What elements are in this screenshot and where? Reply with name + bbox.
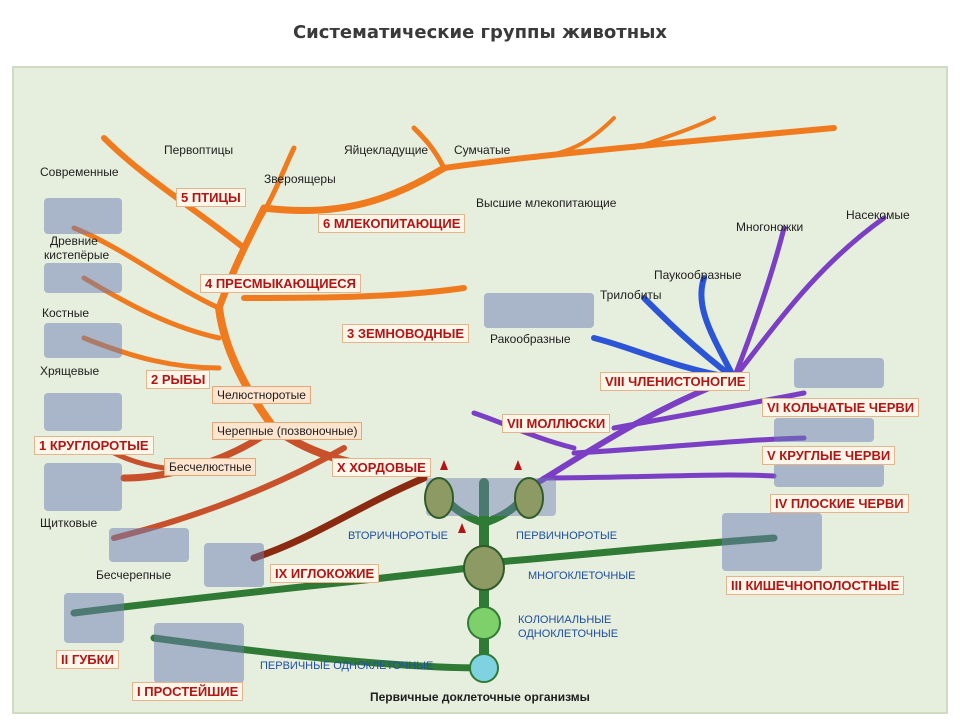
protozoa-tag: I ПРОСТЕЙШИЕ bbox=[132, 682, 244, 701]
millipedes-label: Многоножки bbox=[736, 220, 804, 234]
lancelet-image bbox=[109, 528, 189, 562]
trilobite-branch bbox=[641, 295, 737, 381]
dinosaurs-label: Звероящеры bbox=[264, 172, 336, 186]
bird-branch bbox=[101, 135, 247, 251]
higher-mammals-label: Высшие млекопитающие bbox=[476, 196, 617, 210]
organism-swatches bbox=[44, 198, 884, 683]
deuterostomes-label: ВТОРИЧНОРОТЫЕ bbox=[348, 530, 448, 542]
monotremes-label: Яйцекладущие bbox=[344, 143, 429, 157]
bony-fish-label: Костные bbox=[42, 306, 90, 320]
millipede-branch bbox=[731, 225, 787, 381]
chordates-tag: X ХОРДОВЫЕ bbox=[332, 458, 431, 477]
mammals-tag: 6 МЛЕКОПИТАЮЩИЕ bbox=[318, 214, 466, 233]
monotreme-branch bbox=[411, 125, 447, 171]
arachnid-branch bbox=[698, 275, 737, 381]
bony-fish-image bbox=[44, 263, 122, 293]
amphibians-tag: 3 ЗЕМНОВОДНЫЕ bbox=[342, 324, 470, 343]
jawless-tag: Бесчелюстные bbox=[164, 458, 257, 476]
arachnids-label: Паукообразные bbox=[654, 268, 742, 282]
amphibian-branch bbox=[241, 285, 467, 301]
mammal-trunk bbox=[260, 164, 448, 215]
annelid-branch bbox=[611, 390, 807, 431]
ancient-lobefin-label-2: кистепёрые bbox=[44, 248, 110, 262]
shark-image bbox=[44, 323, 122, 358]
marsupials-label: Сумчатые bbox=[454, 143, 511, 157]
starfish-image bbox=[204, 543, 264, 587]
arrow-icon bbox=[514, 460, 522, 470]
colonial-label-2: ОДНОКЛЕТОЧНЫЕ bbox=[518, 628, 619, 640]
ancient-lobefin-label-1: Древние bbox=[50, 234, 98, 248]
protostome-embryo bbox=[514, 477, 544, 519]
jawed-tag: Челюстноротые bbox=[212, 386, 311, 404]
diagram-panel: Современные Первоптицы Звероящеры Яйцекл… bbox=[12, 66, 948, 714]
echinoderms-tag: IX ИГЛОКОЖИЕ bbox=[270, 564, 380, 583]
birds-tag: 5 ПТИЦЫ bbox=[176, 188, 246, 207]
diagram-title: Систематические группы животных bbox=[292, 22, 668, 43]
arrow-icon bbox=[440, 460, 448, 470]
higher-mammal-branch bbox=[441, 125, 837, 171]
protostomes-label: ПЕРВИЧНОРОТЫЕ bbox=[516, 530, 618, 542]
multicellular-label: МНОГОКЛЕТОЧНЫЕ bbox=[528, 570, 636, 582]
unicellular-label: ПЕРВИЧНЫЕ ОДНОКЛЕТОЧНЫЕ bbox=[260, 660, 434, 672]
dinosaur-branch bbox=[251, 145, 297, 231]
armored-fish-image bbox=[44, 463, 122, 511]
ungulate-branch bbox=[632, 116, 716, 150]
carnivore-branch bbox=[532, 116, 616, 160]
armored-label: Щитковые bbox=[40, 516, 98, 530]
lobefin-image bbox=[44, 198, 122, 234]
arthropods-tag: VIII ЧЛЕНИСТОНОГИЕ bbox=[600, 372, 751, 391]
cyclostomes-tag: 1 КРУГЛОРОТЫЕ bbox=[34, 436, 154, 455]
coelenterates-tag: III КИШЕЧНОПОЛОСТНЫЕ bbox=[726, 576, 905, 595]
first-birds-label: Первоптицы bbox=[164, 143, 234, 157]
acrania-label: Бесчерепные bbox=[96, 568, 172, 582]
insect-branch bbox=[731, 215, 887, 381]
fish-tag: 2 РЫБЫ bbox=[146, 370, 211, 389]
flatworm-image bbox=[774, 463, 884, 487]
sponges-tag: II ГУБКИ bbox=[56, 650, 119, 669]
deuterostome-embryo bbox=[424, 477, 454, 519]
vertebrate-trunk bbox=[215, 304, 278, 432]
craniates-tag: Черепные (позвоночные) bbox=[212, 422, 363, 440]
arrows bbox=[440, 460, 522, 533]
cartilaginous-label: Хрящевые bbox=[40, 364, 100, 378]
lamprey-image bbox=[44, 393, 122, 431]
molluscs-tag: VII МОЛЛЮСКИ bbox=[502, 414, 611, 433]
colonial-label-1: КОЛОНИАЛЬНЫЕ bbox=[518, 614, 612, 626]
trilobites-label: Трилобиты bbox=[600, 288, 662, 302]
protostome-trunk bbox=[526, 375, 737, 491]
roundworms-tag: V КРУГЛЫЕ ЧЕРВИ bbox=[762, 446, 896, 465]
annelid-image bbox=[794, 358, 884, 388]
sponges-branch bbox=[70, 562, 488, 617]
insects-label: Насекомые bbox=[846, 208, 910, 222]
lobefin-branch bbox=[71, 225, 222, 311]
coelenterate-image bbox=[722, 513, 822, 571]
sponge-image bbox=[64, 593, 124, 643]
crustaceans-label: Ракообразные bbox=[490, 332, 571, 346]
unicellular-cell bbox=[469, 653, 499, 683]
colonial-cell bbox=[467, 606, 501, 640]
arrow-icon bbox=[458, 523, 466, 533]
multicellular-embryo bbox=[463, 545, 505, 591]
crayfish-image bbox=[484, 293, 594, 328]
annelids-tag: VI КОЛЬЧАТЫЕ ЧЕРВИ bbox=[762, 398, 920, 417]
modern-birds-label: Современные bbox=[40, 165, 119, 179]
flatworms-tag: IV ПЛОСКИЕ ЧЕРВИ bbox=[770, 494, 909, 513]
roundworm-image bbox=[774, 418, 874, 442]
phylogenetic-tree bbox=[44, 116, 887, 683]
precellular-footer: Первичные доклеточные организмы bbox=[370, 690, 590, 704]
reptiles-tag: 4 ПРЕСМЫКАЮЩИЕСЯ bbox=[200, 274, 362, 293]
embryo-stages bbox=[424, 477, 544, 683]
protozoa-image bbox=[154, 623, 244, 683]
flatworm-branch bbox=[541, 472, 777, 481]
echinoderm-branch bbox=[250, 474, 428, 562]
